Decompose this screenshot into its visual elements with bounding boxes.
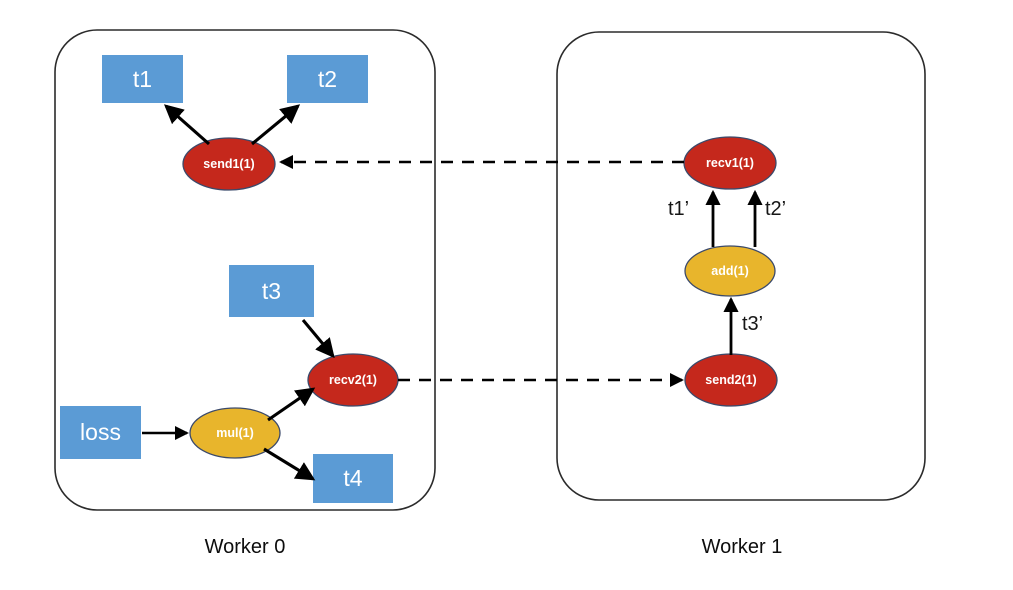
node-send1[interactable] (182, 137, 276, 191)
edge-send1-to-t1 (163, 104, 211, 146)
node-loss[interactable] (60, 406, 141, 459)
node-send2[interactable] (684, 353, 778, 407)
node-mul[interactable] (189, 407, 281, 459)
node-t1[interactable] (102, 55, 183, 103)
node-recv2[interactable] (307, 353, 399, 407)
edge-label-t1-prime: t1’ (668, 198, 690, 220)
edge-mul-to-recv2 (267, 387, 316, 422)
node-t4[interactable] (313, 454, 393, 503)
node-t3[interactable] (229, 265, 314, 317)
edge-mul-to-t4 (263, 447, 316, 481)
node-add[interactable] (684, 245, 776, 297)
worker0-caption: Worker 0 (204, 536, 286, 558)
node-t2[interactable] (287, 55, 368, 103)
worker1-panel (556, 31, 926, 501)
edge-t3-to-recv2 (301, 319, 335, 359)
worker0-panel (54, 29, 436, 511)
edge-send1-to-t2 (251, 104, 301, 146)
node-recv1[interactable] (683, 136, 777, 190)
edge-label-t3-prime: t3’ (742, 313, 764, 335)
worker1-caption: Worker 1 (701, 536, 783, 558)
edge-label-t2-prime: t2’ (765, 198, 787, 220)
